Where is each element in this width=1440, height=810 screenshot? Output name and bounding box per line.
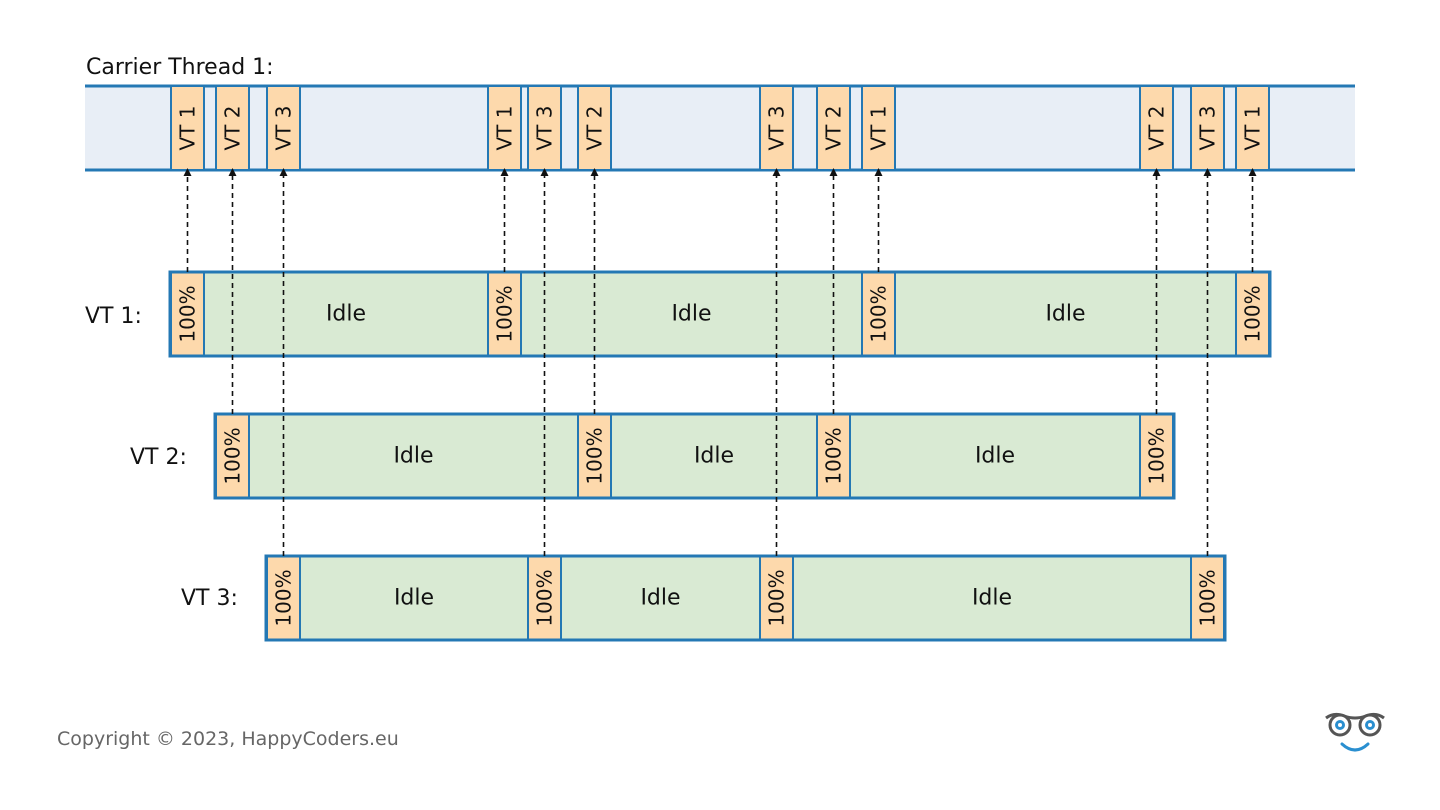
carrier-slot-label: VT 2 <box>822 106 846 151</box>
lane-vt2 <box>215 414 1174 498</box>
busy-block <box>816 413 851 499</box>
carrier-slot-label: VT 3 <box>272 106 296 151</box>
carrier-slot <box>816 85 851 171</box>
busy-label: 100% <box>583 427 607 484</box>
lane-vt1 <box>170 272 1270 356</box>
copyright-text: Copyright © 2023, HappyCoders.eu <box>57 728 399 750</box>
carrier-slot <box>861 85 896 171</box>
lane-label-vt1: VT 1: <box>85 304 142 329</box>
lane-label-vt2: VT 2: <box>130 445 187 470</box>
carrier-slot-label: VT 1 <box>1241 106 1265 151</box>
busy-block <box>215 413 250 499</box>
carrier-slot-label: VT 1 <box>176 106 200 151</box>
lane-vt3 <box>266 556 1225 640</box>
idle-label: Idle <box>394 586 434 611</box>
carrier-slot <box>1190 85 1225 171</box>
carrier-slot-label: VT 2 <box>1145 106 1169 151</box>
carrier-slot-label: VT 1 <box>493 106 517 151</box>
idle-label: Idle <box>326 302 366 327</box>
carrier-slot <box>527 85 562 171</box>
busy-label: 100% <box>822 427 846 484</box>
lane-border <box>264 554 1227 642</box>
lane-border <box>168 270 1272 358</box>
busy-block <box>1190 555 1225 641</box>
carrier-thread-label: Carrier Thread 1: <box>86 55 274 80</box>
busy-label: 100% <box>493 285 517 342</box>
busy-label: 100% <box>1196 569 1220 626</box>
carrier-slot <box>577 85 612 171</box>
carrier-slot-label: VT 2 <box>583 106 607 151</box>
carrier-slot <box>759 85 794 171</box>
idle-label: Idle <box>694 444 734 469</box>
lane-border <box>213 412 1176 500</box>
busy-label: 100% <box>221 427 245 484</box>
busy-label: 100% <box>765 569 789 626</box>
idle-label: Idle <box>393 444 433 469</box>
glasses-smile-icon <box>1325 712 1385 752</box>
carrier-slot-label: VT 3 <box>1196 106 1220 151</box>
carrier-slot-label: VT 2 <box>221 106 245 151</box>
idle-label: Idle <box>972 586 1012 611</box>
busy-label: 100% <box>176 285 200 342</box>
lane-label-vt3: VT 3: <box>181 586 238 611</box>
carrier-slot-label: VT 3 <box>533 106 557 151</box>
carrier-slot <box>487 85 522 171</box>
busy-label: 100% <box>533 569 557 626</box>
busy-label: 100% <box>1145 427 1169 484</box>
idle-label: Idle <box>640 586 680 611</box>
idle-label: Idle <box>671 302 711 327</box>
carrier-slot <box>1139 85 1174 171</box>
busy-label: 100% <box>1241 285 1265 342</box>
carrier-slot <box>266 85 301 171</box>
carrier-slot-label: VT 1 <box>867 106 891 151</box>
carrier-slot <box>170 85 205 171</box>
idle-label: Idle <box>1045 302 1085 327</box>
busy-label: 100% <box>272 569 296 626</box>
busy-label: 100% <box>867 285 891 342</box>
carrier-slot <box>1235 85 1270 171</box>
carrier-slot-label: VT 3 <box>765 106 789 151</box>
idle-label: Idle <box>975 444 1015 469</box>
